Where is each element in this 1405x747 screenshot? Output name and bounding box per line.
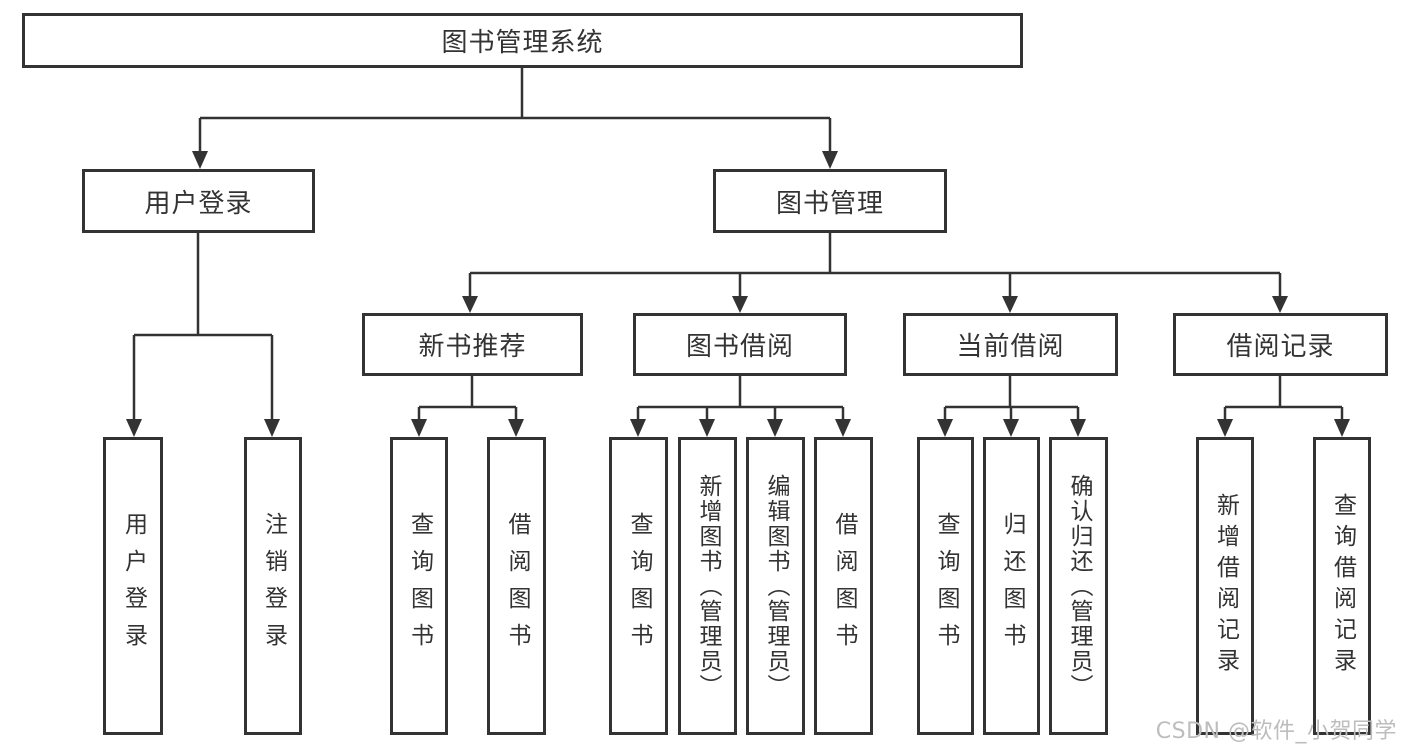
- leaf-label: 用户登录: [120, 512, 147, 660]
- node-new-book-recommend: 新书推荐: [362, 313, 583, 376]
- node-label: 当前借阅: [956, 332, 1065, 362]
- watermark-text: CSDN @软件_小贺同学: [1155, 719, 1397, 744]
- leaf-current-query-books: 查询图书: [917, 437, 974, 735]
- leaf-label: 借阅图书: [831, 512, 857, 660]
- node-label: 用户登录: [144, 188, 253, 219]
- node-label: 新书推荐: [418, 332, 527, 362]
- leaf-recommend-query-books: 查询图书: [390, 437, 448, 735]
- leaf-label: 注销登录: [260, 512, 287, 660]
- leaf-records-add-record: 新增借阅记录: [1196, 437, 1254, 735]
- node-book-management: 图书管理: [713, 169, 947, 233]
- node-label: 图书管理: [775, 188, 884, 219]
- node-library-system: 图书管理系统: [22, 13, 1023, 68]
- node-user-login: 用户登录: [82, 169, 315, 233]
- node-label: 图书管理系统: [441, 28, 604, 58]
- leaf-label: 查询图书: [406, 512, 433, 660]
- leaf-current-return-books: 归还图书: [983, 437, 1040, 735]
- leaf-records-query-record: 查询借阅记录: [1313, 437, 1371, 735]
- leaf-borrow-edit-books-admin: 编辑图书（管理员）: [746, 437, 805, 735]
- leaf-label: 新增图书（管理员）: [695, 473, 721, 699]
- arrowhead-icons: [126, 151, 1350, 437]
- node-borrow-records: 借阅记录: [1173, 313, 1388, 376]
- leaf-label: 查询图书: [933, 512, 959, 660]
- leaf-borrow-borrow-books: 借阅图书: [814, 437, 873, 735]
- leaf-borrow-query-books: 查询图书: [609, 437, 668, 735]
- leaf-label: 查询借阅记录: [1329, 493, 1356, 679]
- node-book-borrow: 图书借阅: [633, 313, 847, 376]
- leaf-user-login: 用户登录: [103, 437, 163, 735]
- leaf-current-confirm-return-admin: 确认归还（管理员）: [1049, 437, 1108, 735]
- node-current-borrow: 当前借阅: [903, 313, 1118, 376]
- leaf-label: 查询图书: [626, 512, 652, 660]
- node-label: 图书借阅: [685, 332, 794, 362]
- leaf-label: 归还图书: [999, 512, 1025, 660]
- leaf-label: 借阅图书: [504, 512, 530, 660]
- leaf-logout: 注销登录: [244, 437, 302, 735]
- leaf-borrow-add-books-admin: 新增图书（管理员）: [678, 437, 737, 735]
- leaf-label: 新增借阅记录: [1212, 493, 1239, 679]
- leaf-label: 编辑图书（管理员）: [763, 473, 789, 699]
- node-label: 借阅记录: [1226, 332, 1335, 362]
- leaf-recommend-borrow-books: 借阅图书: [487, 437, 546, 735]
- leaf-label: 确认归还（管理员）: [1066, 473, 1092, 699]
